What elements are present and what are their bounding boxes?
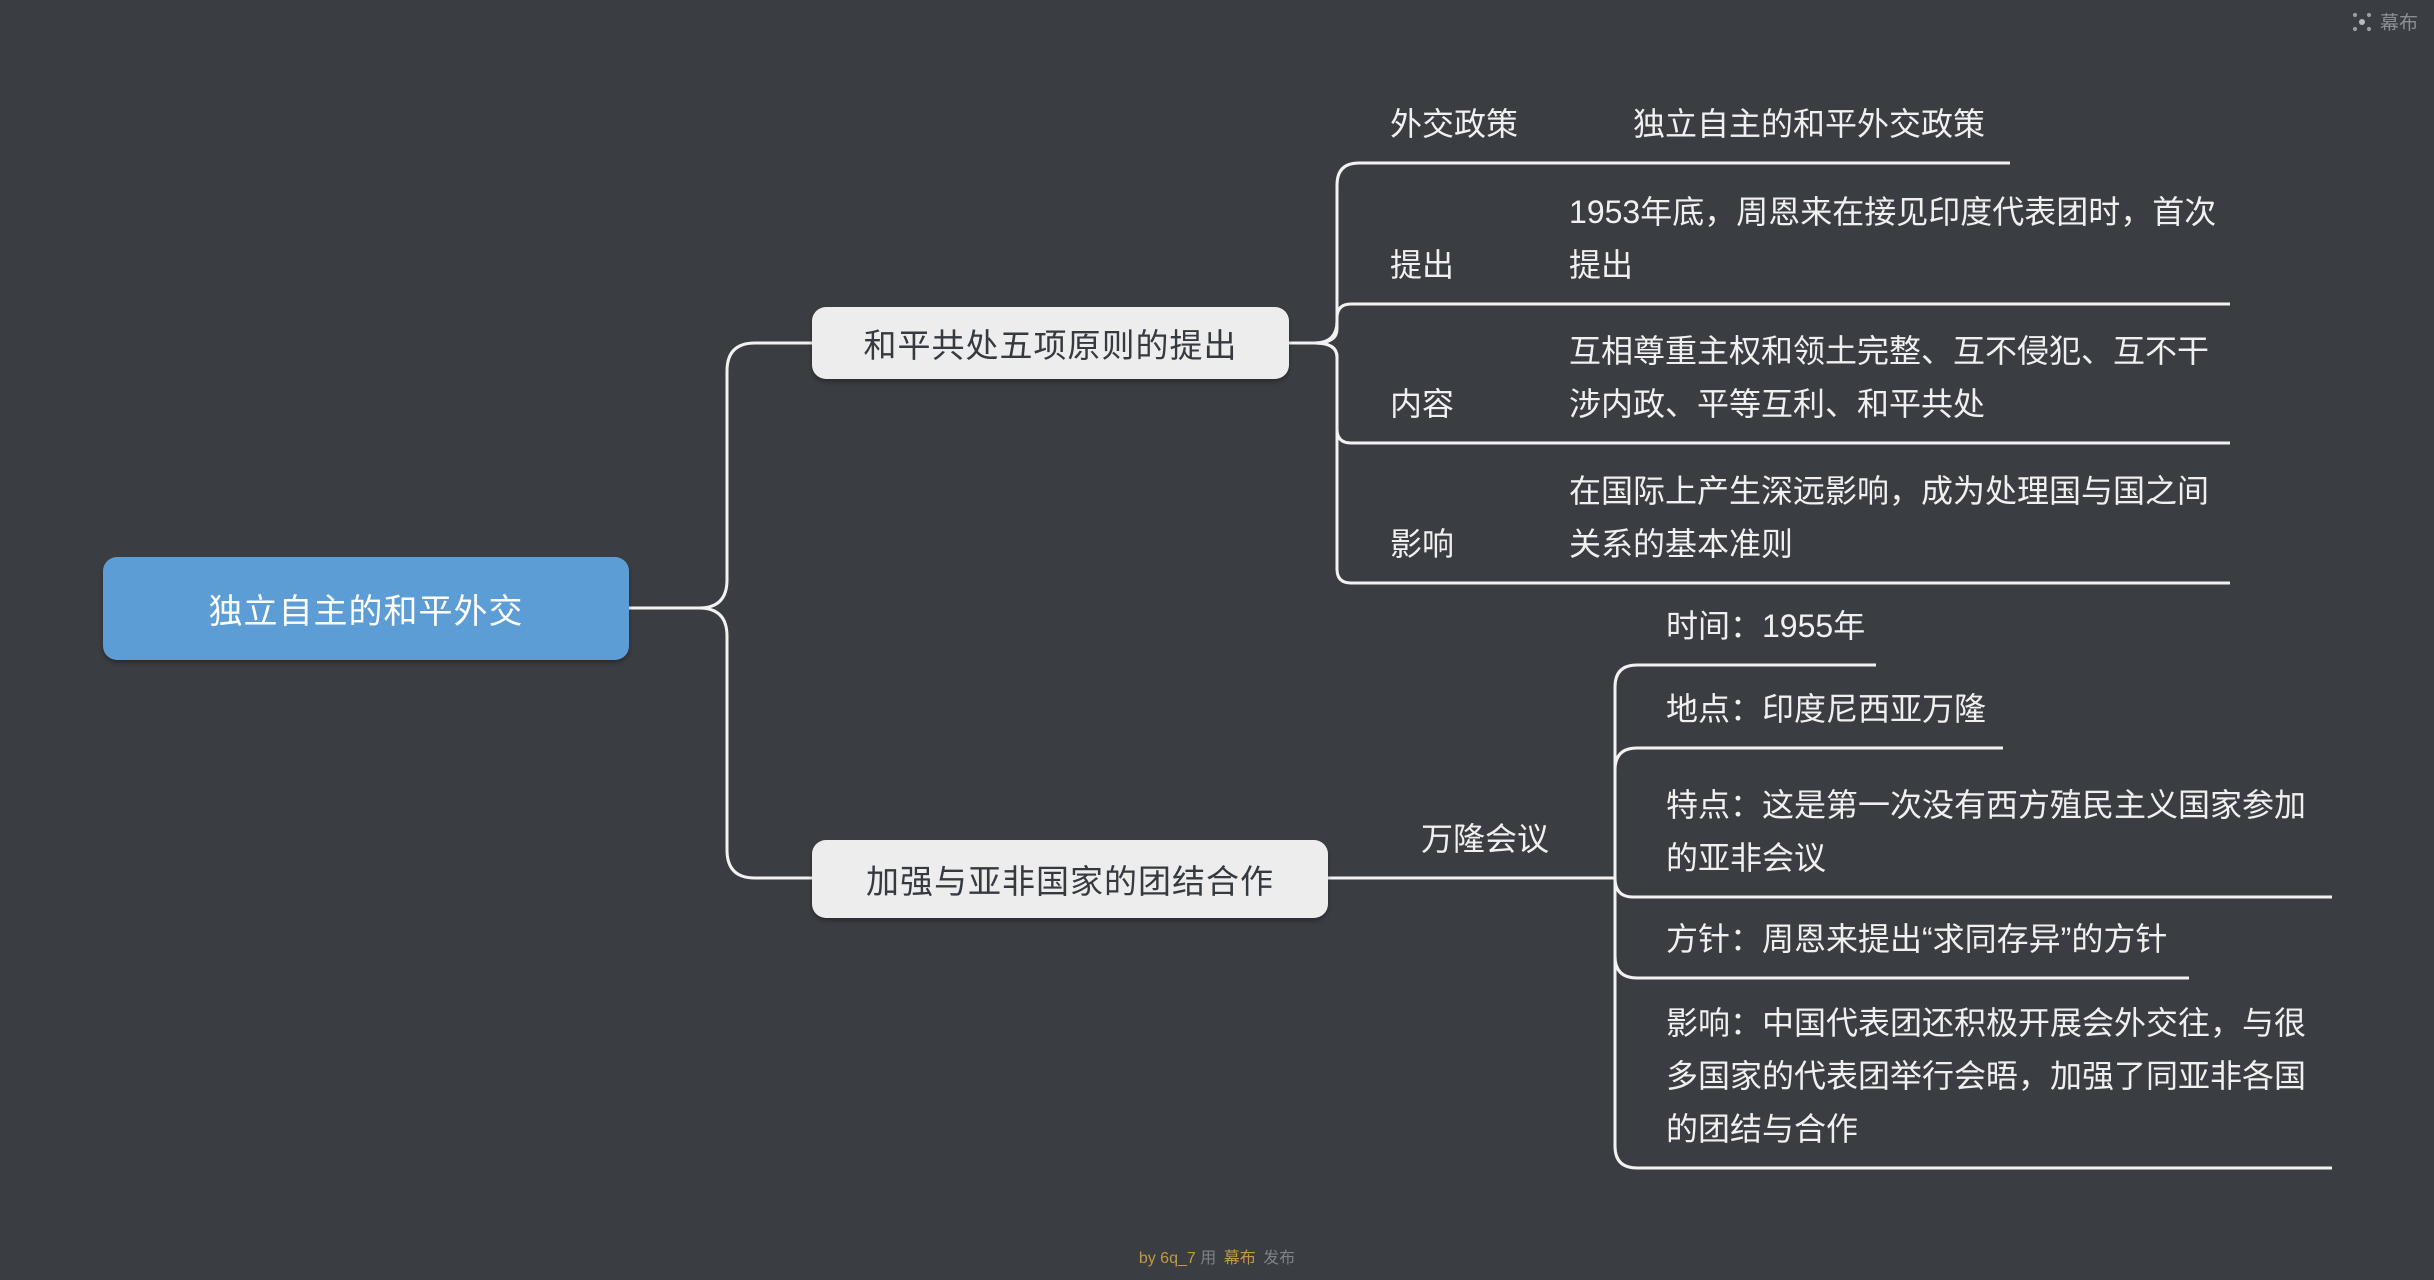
root-node-label: 独立自主的和平外交: [208, 593, 524, 631]
node-content: 时间：1955年: [1666, 608, 1866, 644]
node-shijian[interactable]: 时间：1955年: [1666, 600, 2316, 653]
node-neirong[interactable]: 内容 互相尊重主权和领土完整、互不侵犯、互不干涉内政、平等互利、和平共处: [1390, 325, 2219, 431]
branch2-node-label: 加强与亚非国家的团结合作: [866, 863, 1274, 900]
connector-wanlong-yingxiang: [1613, 878, 2332, 1170]
node-content: 独立自主的和平外交政策: [1633, 106, 1986, 142]
node-label: 外交政策: [1390, 106, 1519, 142]
node-label: 提出: [1390, 247, 1455, 283]
node-content: 特点：这是第一次没有西方殖民主义国家参加的亚非会议: [1666, 787, 2307, 876]
node-content: 方针：周恩来提出“求同存异”的方针: [1666, 921, 2168, 957]
node-tedian[interactable]: 特点：这是第一次没有西方殖民主义国家参加的亚非会议: [1666, 779, 2316, 885]
connector-wanlong-shijian: [1613, 663, 1876, 878]
branch1-node-label: 和平共处五项原则的提出: [863, 327, 1238, 364]
watermark-author: by 6q_7: [1138, 1250, 1196, 1267]
connector-branch1-yingxiang: [1289, 341, 2230, 585]
watermark: by 6q_7 用 幕布 发布: [1139, 1244, 1295, 1268]
node-content: 互相尊重主权和领土完整、互不侵犯、互不干涉内政、平等互利、和平共处: [1569, 333, 2210, 422]
root-node[interactable]: 独立自主的和平外交: [103, 557, 629, 660]
node-yingxiang-2[interactable]: 影响：中国代表团还积极开展会外交往，与很多国家的代表团举行会晤，加强了同亚非各国…: [1666, 997, 2316, 1156]
watermark-brand-link[interactable]: 幕布: [1223, 1250, 1256, 1267]
branch1-node[interactable]: 和平共处五项原则的提出: [812, 307, 1289, 379]
node-content: 地点：印度尼西亚万隆: [1666, 691, 1987, 727]
branch2-node[interactable]: 加强与亚非国家的团结合作: [812, 840, 1328, 918]
watermark-middle: 用: [1200, 1250, 1217, 1267]
mubu-logo-icon: [2352, 12, 2372, 31]
node-waijiao-zhengce[interactable]: 外交政策 独立自主的和平外交政策: [1390, 98, 1985, 151]
node-content: 在国际上产生深远影响，成为处理国与国之间关系的基本准则: [1569, 473, 2210, 562]
node-didian[interactable]: 地点：印度尼西亚万隆: [1666, 683, 2316, 736]
node-yingxiang-1[interactable]: 影响 在国际上产生深远影响，成为处理国与国之间关系的基本准则: [1390, 465, 2219, 571]
node-tichu[interactable]: 提出 1953年底，周恩来在接见印度代表团时，首次提出: [1390, 186, 2219, 292]
node-label: 影响: [1390, 526, 1455, 562]
node-fangzhen[interactable]: 方针：周恩来提出“求同存异”的方针: [1666, 913, 2316, 966]
connector-root-branch2: [629, 606, 812, 880]
connector-wanlong-didian: [1613, 746, 2003, 878]
watermark-suffix: 发布: [1263, 1250, 1296, 1267]
app-brand-label: 幕布: [2379, 13, 2418, 34]
connector-root-branch1: [629, 341, 812, 610]
app-brand[interactable]: 幕布: [2351, 8, 2418, 35]
node-label: 内容: [1390, 386, 1455, 422]
node-content: 1953年底，周恩来在接见印度代表团时，首次提出: [1569, 194, 2217, 283]
node-content: 影响：中国代表团还积极开展会外交往，与很多国家的代表团举行会晤，加强了同亚非各国…: [1666, 1005, 2307, 1147]
node-wanlong-huiyi[interactable]: 万隆会议: [1421, 821, 1550, 857]
